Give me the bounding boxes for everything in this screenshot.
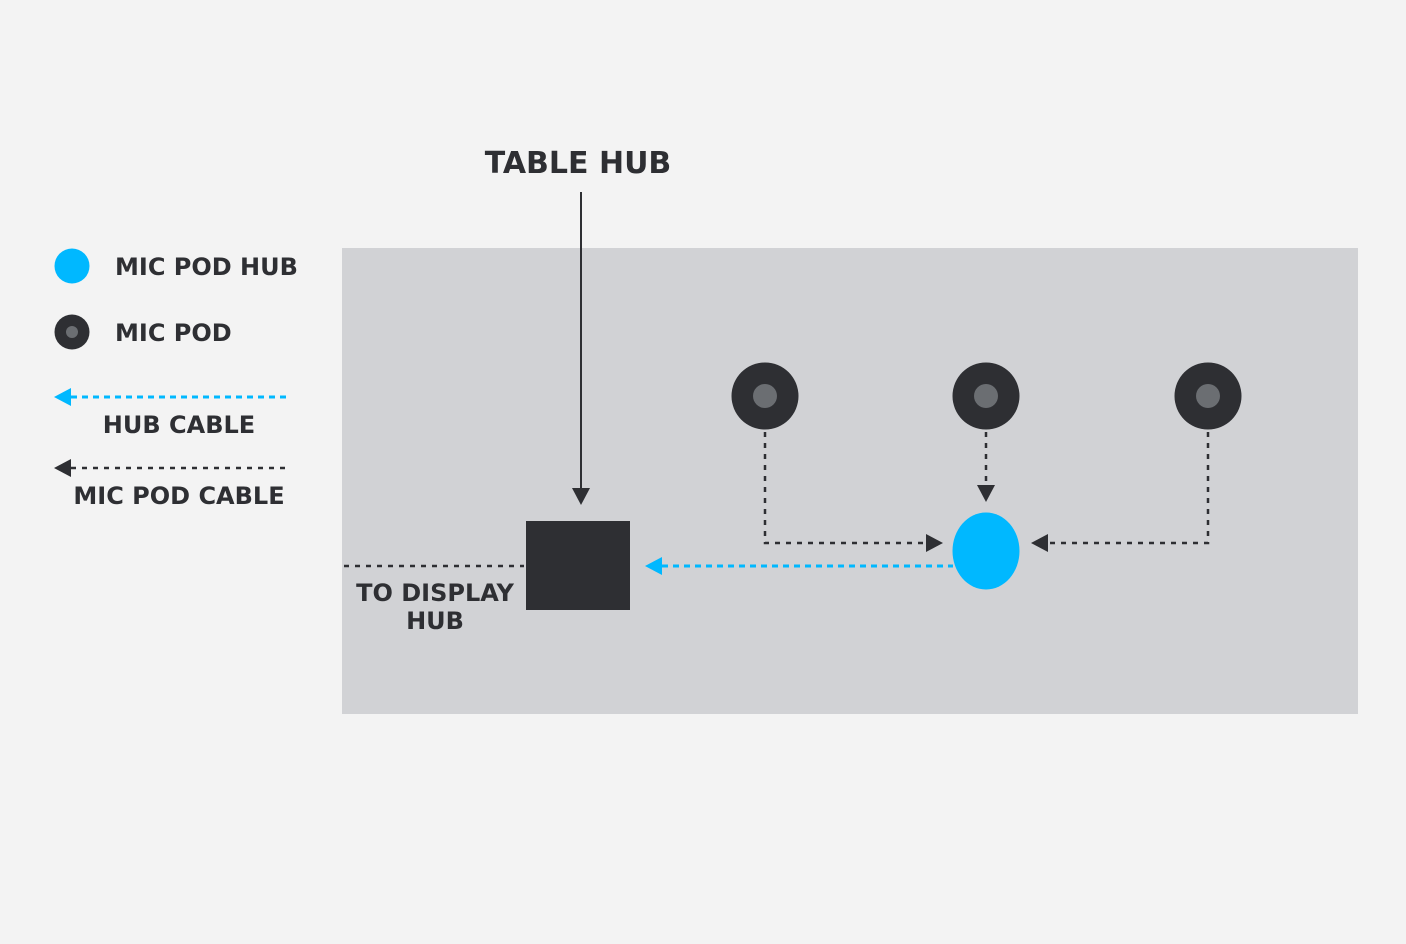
table-hub-box — [526, 521, 630, 610]
table-hub-title: TABLE HUB — [485, 146, 672, 181]
mic-pod-middle-center — [974, 384, 998, 408]
mic-pod-cable-right — [1049, 432, 1210, 545]
legend-mic-pod-label: MIC POD — [115, 319, 232, 347]
legend-hub-cable-label: HUB CABLE — [103, 411, 255, 439]
table-surface — [342, 248, 1358, 714]
display-hub-label-line2: HUB — [406, 607, 464, 635]
mic-pod-cable-left — [763, 432, 925, 545]
legend-mic-pod-hub-icon — [54, 248, 90, 284]
display-hub-label-line1: TO DISPLAY — [356, 579, 514, 607]
legend-mic-pod-cable-label: MIC POD CABLE — [73, 482, 284, 510]
mic-pod-hub — [952, 512, 1020, 590]
legend-mic-pod-cable-arrowhead — [54, 459, 71, 477]
mic-pod-cable-middle-arrowhead — [977, 485, 995, 502]
hub-cable-arrowhead — [645, 557, 662, 575]
mic-pod-left-center — [753, 384, 777, 408]
legend-mic-pod-hub-label: MIC POD HUB — [115, 253, 298, 281]
legend-hub-cable-arrowhead — [54, 388, 71, 406]
mic-pod-cable-left-arrowhead — [926, 534, 943, 552]
table-hub-pointer-arrowhead — [572, 488, 590, 505]
legend-mic-pod-icon-center — [66, 326, 78, 338]
mic-pod-right-center — [1196, 384, 1220, 408]
mic-pod-cable-right-arrowhead — [1031, 534, 1048, 552]
